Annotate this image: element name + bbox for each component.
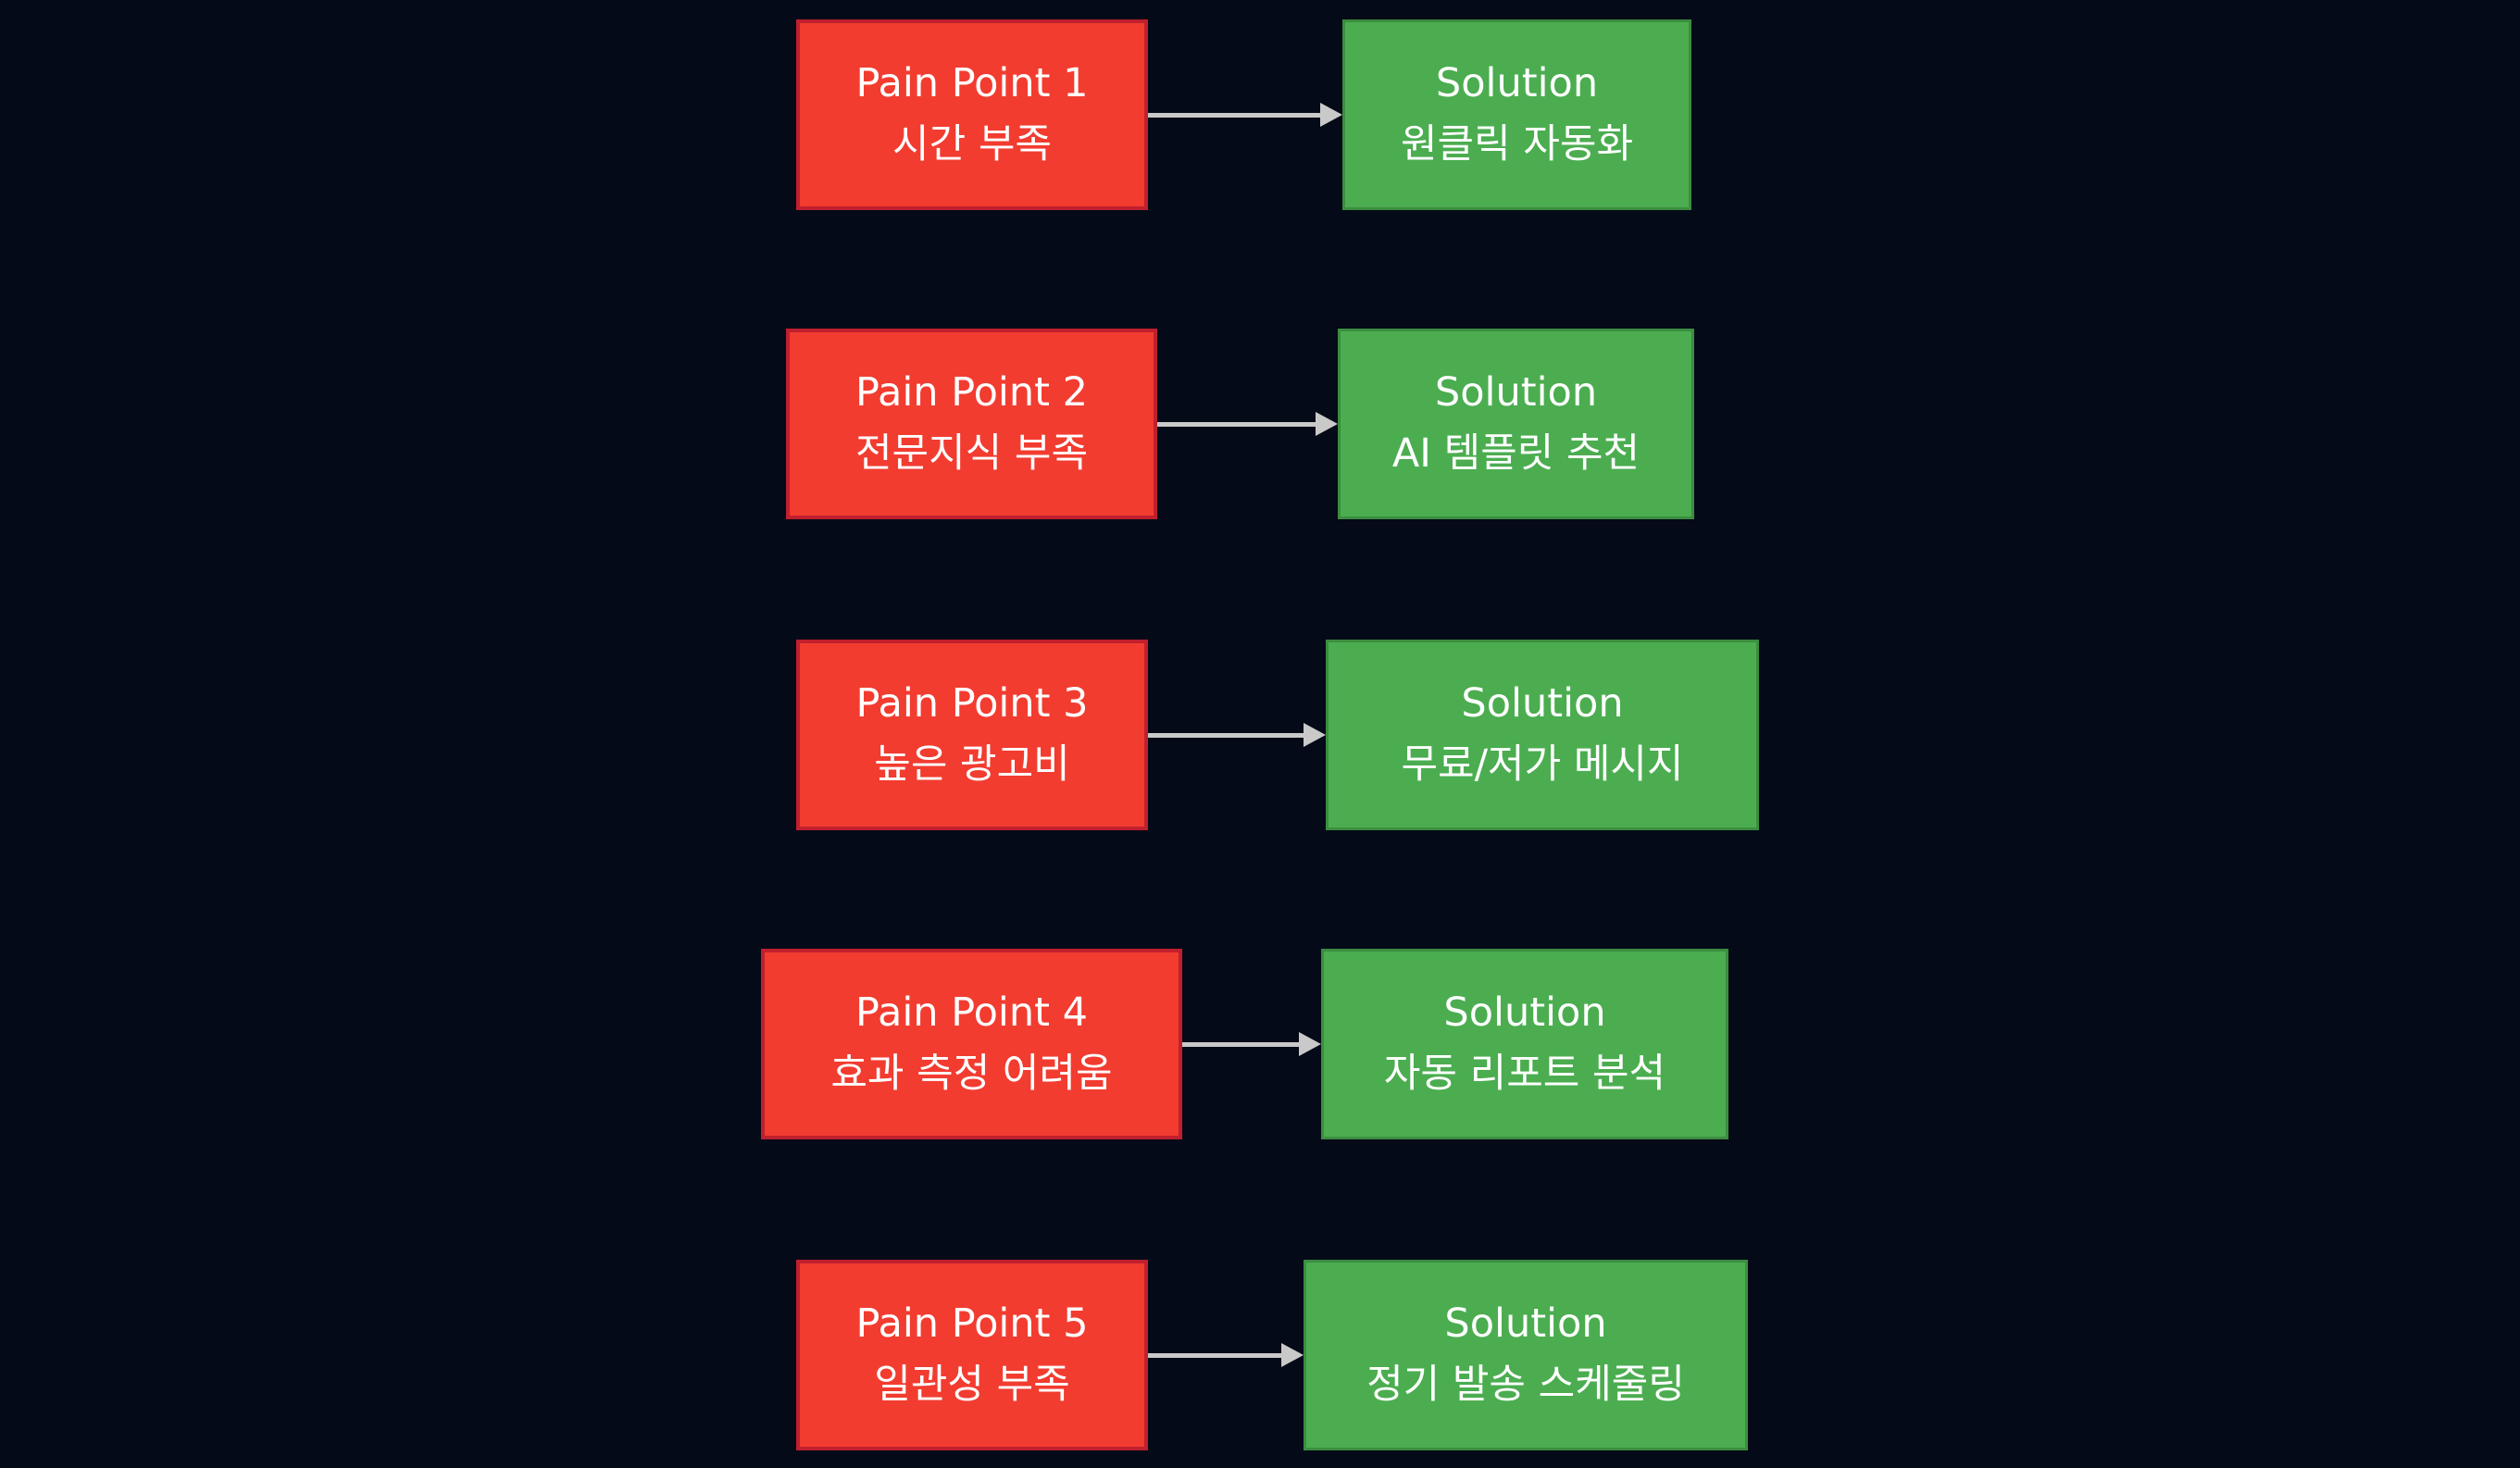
arrow-connector — [1148, 1260, 1304, 1450]
flow-row: Pain Point 5 일관성 부족 Solution 정기 발송 스케줄링 — [796, 1260, 1748, 1450]
arrow-head-icon — [1320, 103, 1342, 127]
pain-point-node: Pain Point 4 효과 측정 어려움 — [761, 949, 1182, 1139]
pain-point-title: Pain Point 1 — [855, 60, 1089, 107]
solution-title: Solution — [1435, 60, 1599, 107]
pain-point-title: Pain Point 2 — [855, 369, 1088, 417]
pain-point-node: Pain Point 3 높은 광고비 — [796, 640, 1148, 830]
arrow-line — [1182, 1041, 1300, 1047]
flow-row: Pain Point 2 전문지식 부족 Solution AI 템플릿 추천 — [786, 329, 1694, 519]
solution-node: Solution AI 템플릿 추천 — [1338, 329, 1694, 519]
arrow-head-icon — [1281, 1343, 1304, 1367]
flow-row: Pain Point 3 높은 광고비 Solution 무료/저가 메시지 — [796, 640, 1759, 830]
solution-desc: 원클릭 자동화 — [1400, 121, 1634, 168]
arrow-head-icon — [1316, 412, 1338, 436]
arrow-connector — [1148, 19, 1342, 210]
arrow-connector — [1157, 329, 1338, 519]
arrow-connector — [1148, 640, 1326, 830]
arrow-line — [1157, 421, 1316, 427]
solution-desc: 정기 발송 스케줄링 — [1366, 1362, 1685, 1408]
arrow-head-icon — [1304, 723, 1326, 747]
flow-row: Pain Point 1 시간 부족 Solution 원클릭 자동화 — [796, 19, 1691, 210]
pain-point-node: Pain Point 1 시간 부족 — [796, 19, 1148, 210]
solution-node: Solution 원클릭 자동화 — [1342, 19, 1691, 210]
arrow-line — [1148, 732, 1304, 738]
solution-desc: 자동 리포트 분석 — [1383, 1051, 1666, 1097]
solution-node: Solution 자동 리포트 분석 — [1321, 949, 1728, 1139]
solution-node: Solution 정기 발송 스케줄링 — [1304, 1260, 1748, 1450]
pain-point-desc: 일관성 부족 — [874, 1362, 1070, 1408]
pain-point-title: Pain Point 3 — [855, 680, 1089, 728]
arrow-head-icon — [1299, 1032, 1321, 1056]
pain-point-title: Pain Point 4 — [855, 989, 1088, 1037]
pain-point-node: Pain Point 2 전문지식 부족 — [786, 329, 1157, 519]
pain-point-title: Pain Point 5 — [855, 1300, 1089, 1348]
solution-node: Solution 무료/저가 메시지 — [1326, 640, 1759, 830]
arrow-connector — [1182, 949, 1321, 1139]
solution-desc: 무료/저가 메시지 — [1401, 741, 1684, 788]
solution-title: Solution — [1443, 989, 1606, 1037]
solution-title: Solution — [1444, 1300, 1607, 1348]
solution-title: Solution — [1461, 680, 1624, 728]
solution-title: Solution — [1434, 369, 1598, 417]
arrow-line — [1148, 112, 1321, 118]
pain-point-desc: 전문지식 부족 — [855, 430, 1089, 477]
pain-point-node: Pain Point 5 일관성 부족 — [796, 1260, 1148, 1450]
arrow-line — [1148, 1352, 1282, 1358]
pain-point-desc: 효과 측정 어려움 — [830, 1051, 1113, 1097]
pain-point-desc: 높은 광고비 — [874, 741, 1070, 788]
flow-row: Pain Point 4 효과 측정 어려움 Solution 자동 리포트 분… — [761, 949, 1728, 1139]
pain-point-desc: 시간 부족 — [892, 121, 1052, 168]
solution-desc: AI 템플릿 추천 — [1391, 430, 1640, 477]
